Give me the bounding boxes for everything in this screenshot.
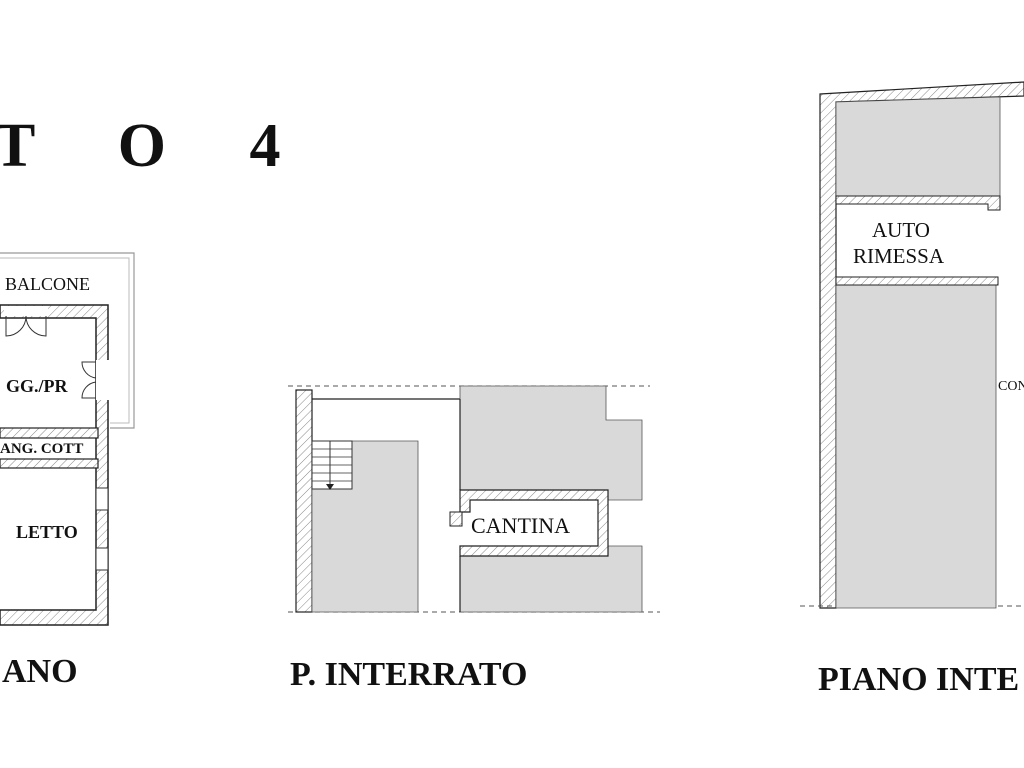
side-door-leaf-bottom	[81, 381, 97, 399]
unit-block-garage-bottom	[835, 283, 997, 609]
unit-block-top-right	[459, 385, 643, 501]
balcony-outline	[0, 252, 135, 429]
room-label-garage-line2: RIMESSA	[853, 244, 945, 268]
plan-right: AUTO RIMESSA CON PIANO INTE	[800, 81, 1024, 698]
unit-block-garage-top	[835, 96, 1001, 197]
garage-slab-bottom	[835, 276, 999, 286]
plan-title-middle: P. INTERRATO	[290, 656, 527, 693]
room-label-cellar: CANTINA	[471, 513, 570, 538]
wall-kitchen-bedroom	[0, 458, 99, 469]
staircase	[311, 440, 353, 490]
cellar-walls	[459, 489, 609, 557]
stair-arrow-icon	[326, 484, 334, 490]
lot-title: T O 4	[0, 112, 314, 180]
side-door-opening	[96, 360, 110, 400]
room-label-kitchen: ANG. COTT	[0, 441, 83, 457]
balcony-door-opening	[4, 306, 48, 316]
cellar-door-jamb	[449, 511, 463, 527]
balcony-door-leaf-left	[5, 315, 27, 337]
window-bedroom-2	[95, 547, 109, 571]
balcony-inner-outline	[0, 257, 130, 424]
window-bedroom-1	[95, 487, 109, 511]
plan-middle: CANTINA P. INTERRATO	[288, 385, 660, 693]
room-label-right-cut: CON	[998, 379, 1024, 394]
garage-slab-top	[835, 195, 1001, 211]
plan-title-right: PIANO INTE	[818, 661, 1019, 698]
room-label-balcony: BALCONE	[5, 274, 90, 294]
apartment-outer-wall	[0, 304, 109, 626]
wall-living-kitchen	[0, 427, 99, 439]
plan-left: BALCONE GG./PR ANG. COTT LETTO ANO	[0, 252, 135, 690]
room-label-garage-line1: AUTO	[872, 218, 930, 242]
room-label-bedroom: LETTO	[16, 522, 78, 542]
plan-title-left: ANO	[2, 653, 78, 690]
retaining-wall-left	[295, 389, 313, 613]
room-label-living: GG./PR	[6, 376, 68, 396]
balcony-door-leaf-right	[25, 315, 47, 337]
side-door-leaf-top	[81, 361, 97, 379]
